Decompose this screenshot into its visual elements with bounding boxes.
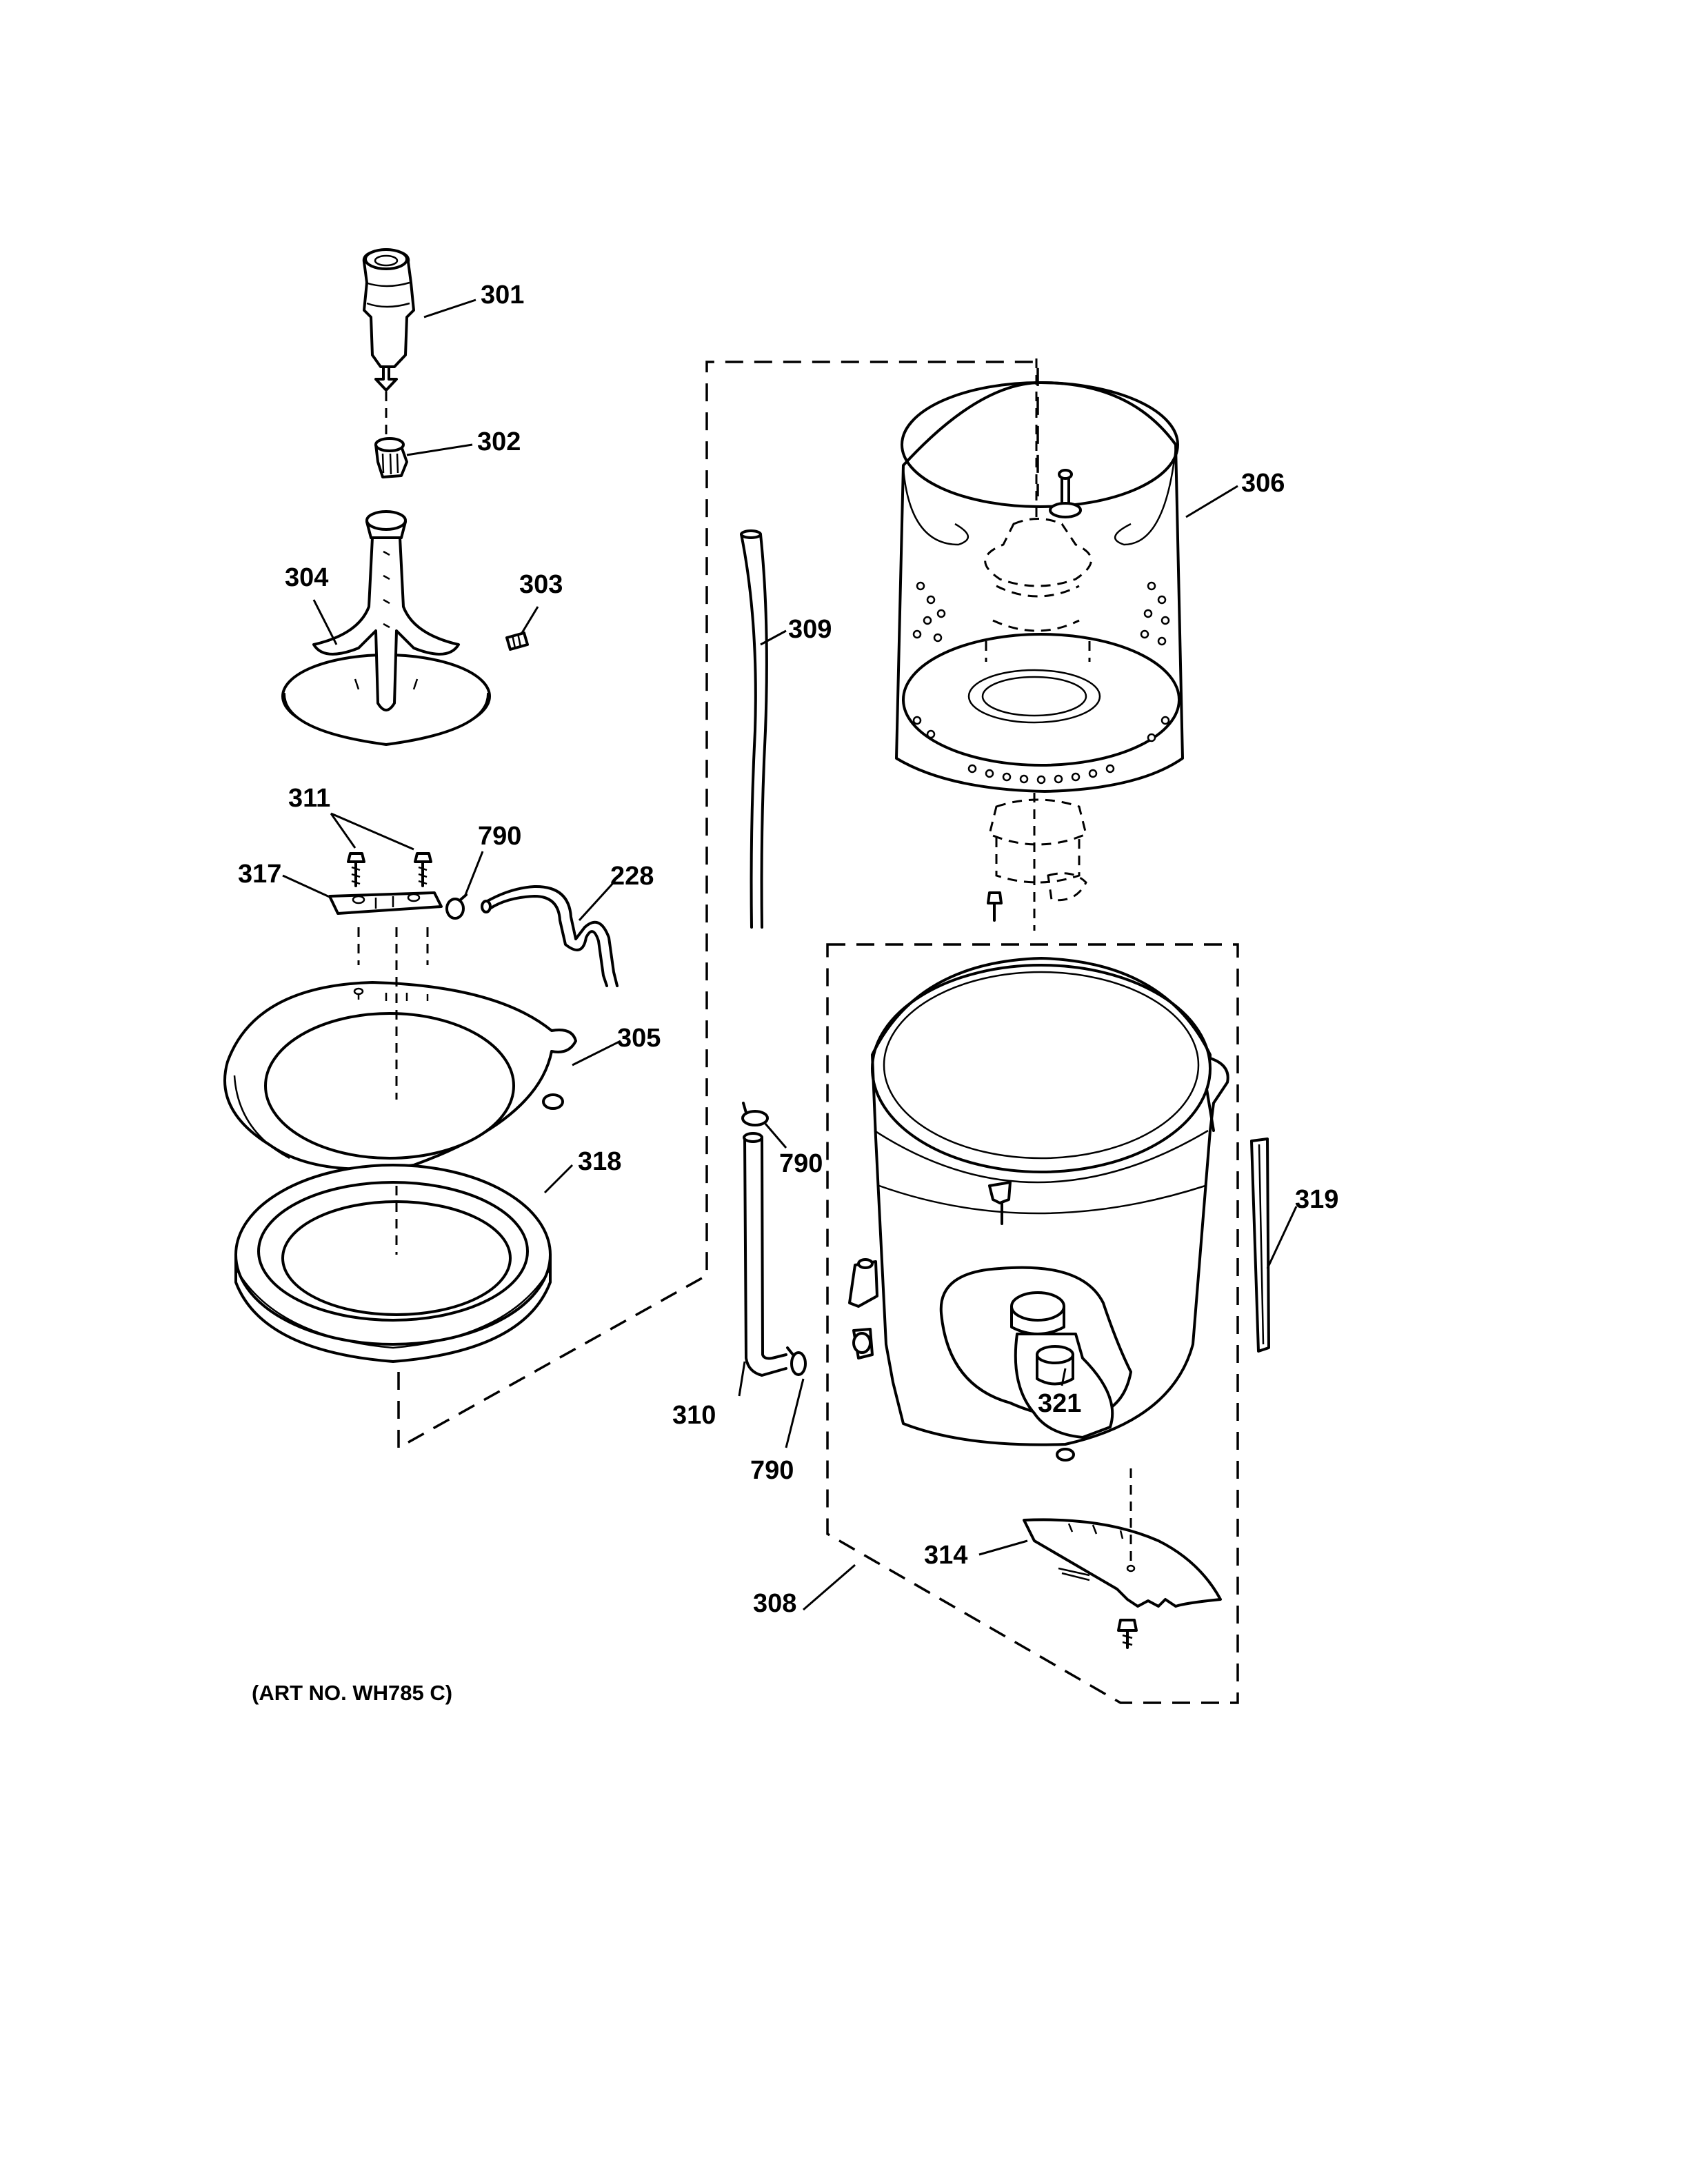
- callout-319: 319: [1295, 1185, 1338, 1214]
- part-790-clamp-middle: [741, 1102, 769, 1126]
- callout-790-middle: 790: [779, 1149, 823, 1178]
- art-number: (ART NO. WH785 C): [252, 1681, 453, 1705]
- part-304-agitator: [281, 510, 491, 746]
- callout-labels: 301 302 304 303 311 790 317 228 305 318 …: [238, 281, 1338, 1618]
- part-301-agitator-cap: [362, 248, 415, 392]
- part-317-bracket: [328, 891, 443, 915]
- part-790-clamp-lower: [786, 1346, 807, 1376]
- part-319-seal-strip: [1250, 1138, 1270, 1353]
- callout-303: 303: [519, 570, 563, 599]
- part-302-agitator-dog: [374, 392, 408, 478]
- part-790-clamp-upper: [445, 893, 468, 920]
- part-318-tub-ring: [234, 1164, 552, 1363]
- part-306-wash-basket: [895, 358, 1184, 931]
- callout-318: 318: [578, 1147, 621, 1176]
- callout-301: 301: [481, 281, 524, 310]
- callout-790-upper: 790: [478, 822, 521, 851]
- callout-308: 308: [753, 1589, 796, 1618]
- callout-314: 314: [924, 1541, 967, 1570]
- part-309-hose: [740, 529, 768, 929]
- part-305-tub-cover: [223, 981, 577, 1189]
- part-228-hose: [481, 884, 619, 987]
- part-310-drain-tube: [743, 1132, 787, 1377]
- callout-310: 310: [672, 1401, 716, 1430]
- callout-311: 311: [288, 784, 330, 813]
- callout-309: 309: [788, 615, 832, 644]
- callout-228: 228: [610, 862, 654, 891]
- assembly-box-308: [826, 943, 1239, 1704]
- assembly-lines-left: [357, 361, 1039, 1450]
- callout-317: 317: [238, 860, 281, 889]
- callout-790-lower: 790: [750, 1456, 794, 1485]
- callout-306: 306: [1241, 469, 1285, 498]
- part-314-shield: [1023, 1468, 1222, 1649]
- part-303-screw: [505, 631, 529, 651]
- callout-321: 321: [1038, 1389, 1081, 1418]
- callout-305: 305: [617, 1024, 661, 1053]
- part-311-screws: [347, 852, 432, 887]
- leader-lines: [282, 299, 1298, 1611]
- callout-304: 304: [285, 563, 328, 592]
- part-308-outer-tub: [848, 957, 1229, 1462]
- callout-302: 302: [477, 427, 521, 456]
